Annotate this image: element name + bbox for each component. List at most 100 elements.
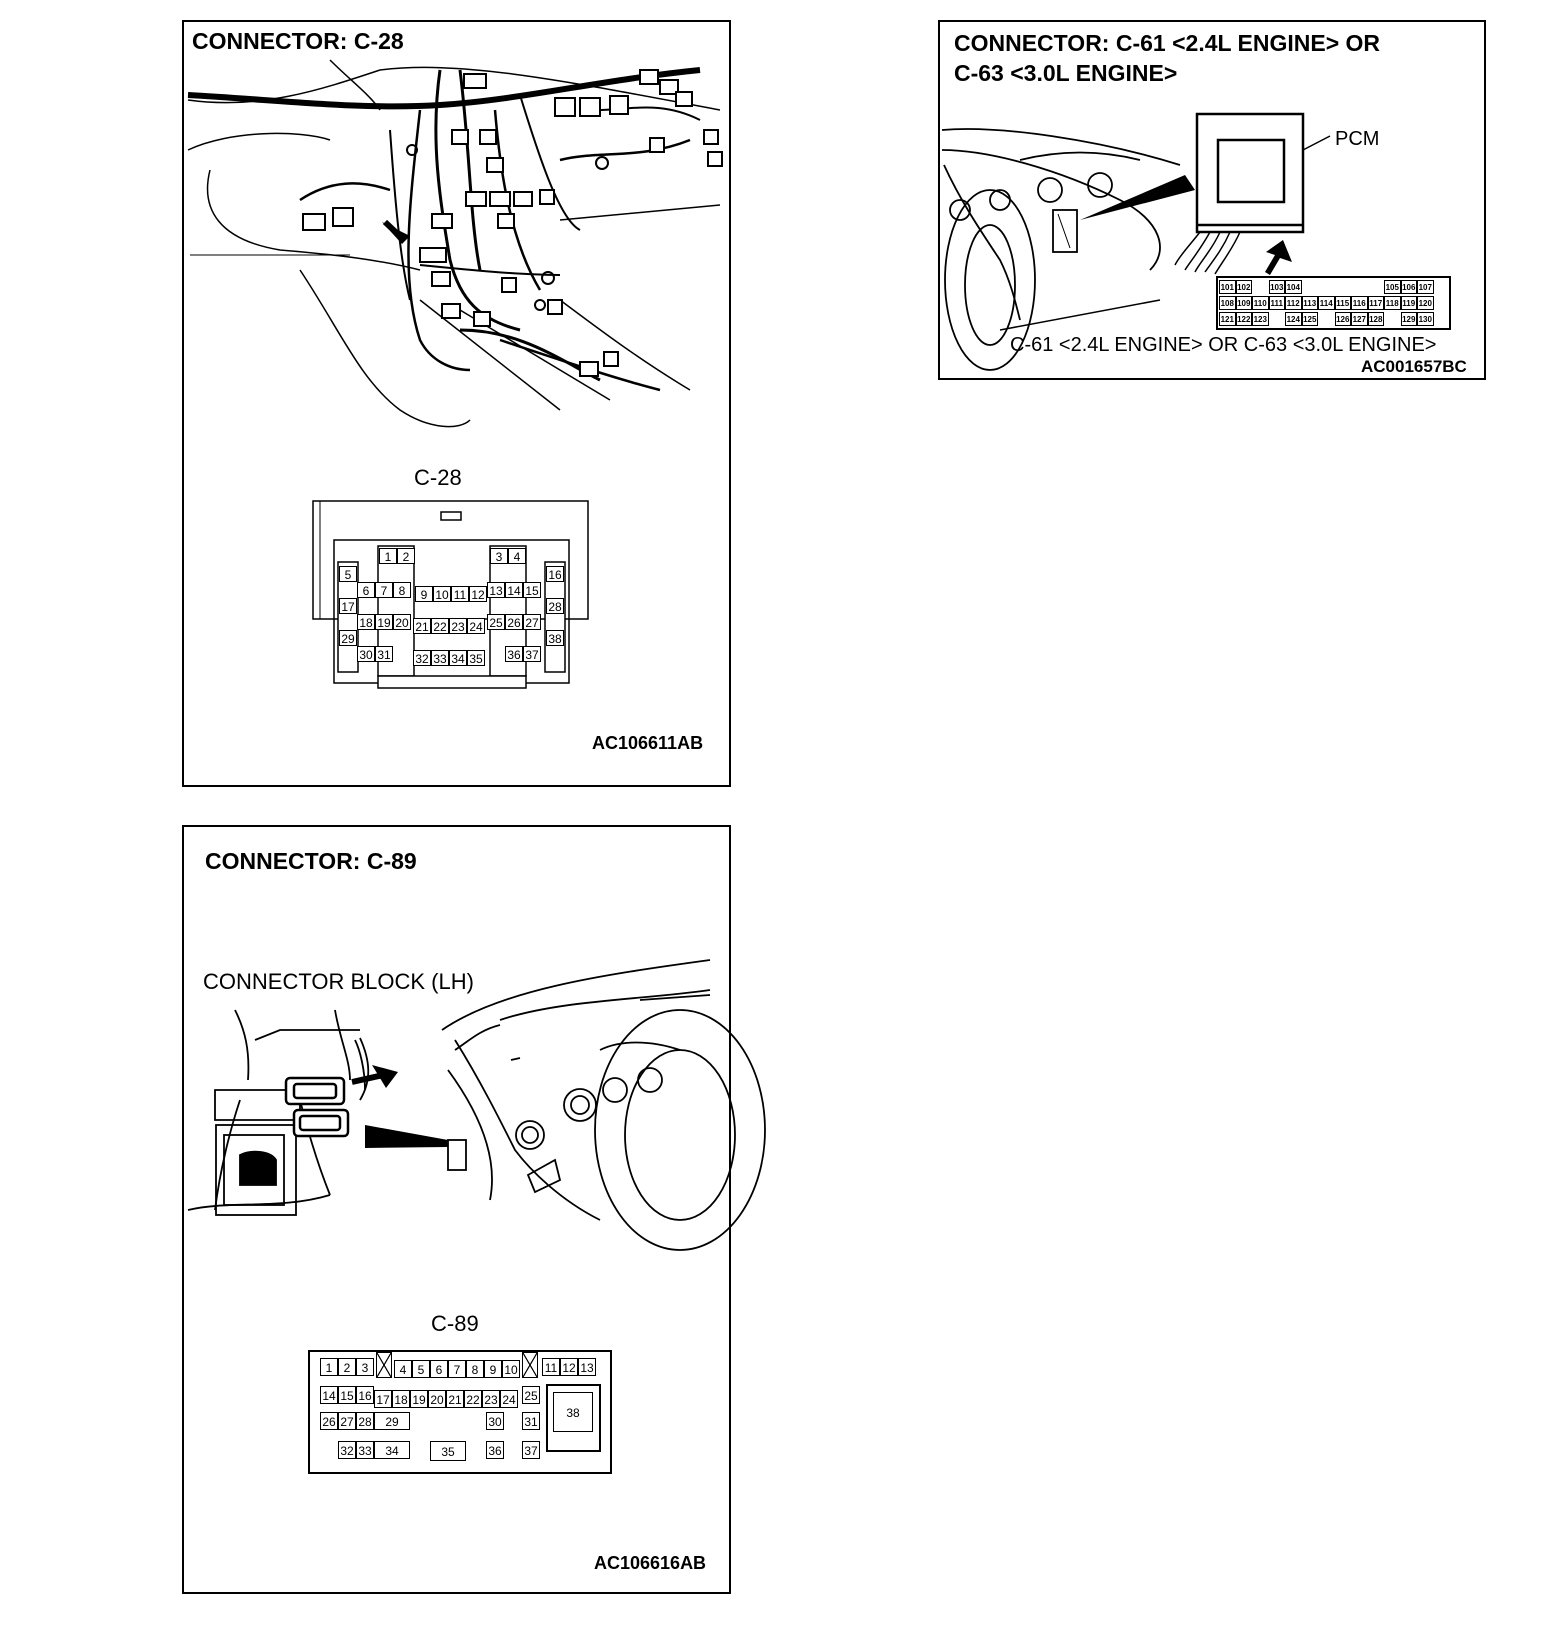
c28-pin-1: 1: [379, 548, 397, 564]
c61-pin-125: 125: [1301, 312, 1318, 326]
c28-pin-15: 15: [523, 582, 541, 598]
c61-connector-caption: C-61 <2.4L ENGINE> OR C-63 <3.0L ENGINE>: [1010, 334, 1437, 356]
c61-pin-107: 107: [1417, 280, 1434, 294]
c89-figure-code: AC106616AB: [594, 1553, 707, 1573]
c89-pin-20: 20: [428, 1390, 446, 1408]
c61-pin-130: 130: [1417, 312, 1434, 326]
c61-pin-112: 112: [1285, 296, 1302, 310]
c89-pin-37: 37: [522, 1441, 540, 1459]
c61-pin-114: 114: [1318, 296, 1335, 310]
c89-blank-x-right: [522, 1352, 538, 1378]
c28-pin-9: 9: [415, 586, 433, 602]
c89-pin-23: 23: [482, 1390, 500, 1408]
c61-pin-108: 108: [1219, 296, 1236, 310]
c61-pin-122: 122: [1235, 312, 1252, 326]
panel-c28-title: CONNECTOR: C-28: [192, 28, 404, 54]
c28-connector-label: C-28: [414, 465, 462, 490]
c89-pin-28: 28: [356, 1412, 374, 1430]
c89-pin-26: 26: [320, 1412, 338, 1430]
panel-c89-title: CONNECTOR: C-89: [205, 848, 417, 874]
c28-pin-11: 11: [451, 586, 469, 602]
c89-pin-10: 10: [502, 1360, 520, 1378]
c89-pin-8: 8: [466, 1360, 484, 1378]
c28-pin-35: 35: [467, 650, 485, 666]
c28-pin-8: 8: [393, 582, 411, 598]
c28-pin-20: 20: [393, 614, 411, 630]
c28-pin-5: 5: [339, 566, 357, 582]
c61-pin-115: 115: [1334, 296, 1351, 310]
c89-pin-19: 19: [410, 1390, 428, 1408]
c61-pin-119: 119: [1400, 296, 1417, 310]
c28-pin-30: 30: [357, 646, 375, 662]
c28-pin-16: 16: [546, 566, 564, 582]
c89-pin-24: 24: [500, 1390, 518, 1408]
c89-blank-x-left: [376, 1352, 392, 1378]
c61-pin-124: 124: [1285, 312, 1302, 326]
c89-pin-14: 14: [320, 1386, 338, 1404]
c89-pin-5: 5: [412, 1360, 430, 1378]
c28-pin-6: 6: [357, 582, 375, 598]
c28-pin-12: 12: [469, 586, 487, 602]
c89-pin-15: 15: [338, 1386, 356, 1404]
c89-pin-9: 9: [484, 1360, 502, 1378]
panel-c61-title-line1: CONNECTOR: C-61 <2.4L ENGINE> OR: [954, 30, 1381, 56]
c61-pin-102: 102: [1235, 280, 1252, 294]
c89-pin-27: 27: [338, 1412, 356, 1430]
c89-pin-21: 21: [446, 1390, 464, 1408]
c61-pin-113: 113: [1301, 296, 1318, 310]
c61-pin-106: 106: [1400, 280, 1417, 294]
c28-pin-33: 33: [431, 650, 449, 666]
c28-pin-21: 21: [413, 618, 431, 634]
c61-pin-116: 116: [1351, 296, 1368, 310]
c89-pin-34: 34: [374, 1441, 410, 1459]
c28-pin-2: 2: [397, 548, 415, 564]
c61-pin-121: 121: [1219, 312, 1236, 326]
c28-pin-10: 10: [433, 586, 451, 602]
c28-pin-29: 29: [339, 630, 357, 646]
c28-pin-13: 13: [487, 582, 505, 598]
c89-pin-2: 2: [338, 1358, 356, 1376]
c89-pin-31: 31: [522, 1412, 540, 1430]
c28-pin-3: 3: [490, 548, 508, 564]
c61-pin-120: 120: [1417, 296, 1434, 310]
c89-pin-38: 38: [553, 1392, 593, 1432]
c89-pin-18: 18: [392, 1390, 410, 1408]
c61-figure-code: AC001657BC: [1361, 357, 1467, 376]
c89-pin-6: 6: [430, 1360, 448, 1378]
c28-pin-19: 19: [375, 614, 393, 630]
c28-pin-4: 4: [508, 548, 526, 564]
c89-pin-3: 3: [356, 1358, 374, 1376]
c28-pin-38: 38: [546, 630, 564, 646]
c89-pin-35: 35: [430, 1441, 466, 1461]
c61-pin-103: 103: [1268, 280, 1285, 294]
panel-c89: [182, 825, 731, 1594]
c28-pin-37: 37: [523, 646, 541, 662]
c89-pin-12: 12: [560, 1358, 578, 1376]
c28-pin-7: 7: [375, 582, 393, 598]
c61-pin-129: 129: [1400, 312, 1417, 326]
c61-pin-101: 101: [1219, 280, 1236, 294]
c28-pin-28: 28: [546, 598, 564, 614]
panel-c61-title-line2: C-63 <3.0L ENGINE>: [954, 60, 1178, 86]
c28-pin-32: 32: [413, 650, 431, 666]
c28-pin-18: 18: [357, 614, 375, 630]
c61-pin-109: 109: [1235, 296, 1252, 310]
c89-connector-label: C-89: [431, 1311, 479, 1336]
c89-pin-25: 25: [522, 1386, 540, 1404]
c28-pin-27: 27: [523, 614, 541, 630]
c89-pin-32: 32: [338, 1441, 356, 1459]
connector-block-label: CONNECTOR BLOCK (LH): [203, 969, 474, 994]
c61-pin-127: 127: [1351, 312, 1368, 326]
c61-pin-104: 104: [1285, 280, 1302, 294]
c28-pin-31: 31: [375, 646, 393, 662]
c61-pin-117: 117: [1367, 296, 1384, 310]
c61-pin-128: 128: [1367, 312, 1384, 326]
c89-pin-30: 30: [486, 1412, 504, 1430]
c28-pin-25: 25: [487, 614, 505, 630]
c61-pin-111: 111: [1268, 296, 1285, 310]
c89-pin-33: 33: [356, 1441, 374, 1459]
c61-pin-110: 110: [1252, 296, 1269, 310]
c61-pin-105: 105: [1384, 280, 1401, 294]
